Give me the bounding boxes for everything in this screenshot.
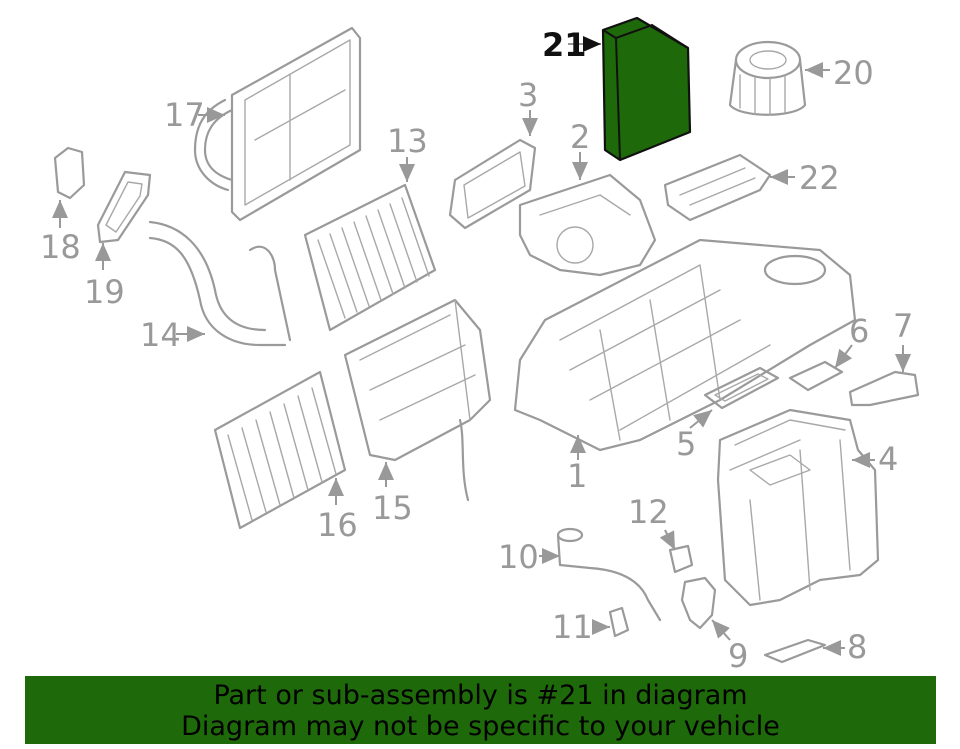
part-12-grommet [668,544,694,574]
part-15-door-frame [343,298,492,502]
part-20-blower-motor [728,40,807,116]
callout-13: 13 [387,122,428,160]
callout-6: 6 [849,312,869,350]
part-2-blower-housing [518,173,657,277]
part-22-duct [663,153,772,222]
part-16-radiator [213,370,347,530]
part-5-gasket [703,366,780,410]
part-9-sensor [680,576,717,630]
part-21-cabin-filter [601,16,692,162]
callout-17: 17 [164,96,205,134]
part-8-seal [763,638,827,664]
callout-12: 12 [628,493,669,531]
banner-line-2: Diagram may not be specific to your vehi… [181,711,780,742]
callout-9: 9 [728,637,748,675]
part-13-heater-core [303,183,437,332]
callout-18: 18 [40,228,81,266]
callout-22: 22 [799,159,840,197]
part-14-pipes [148,220,292,347]
part-4-lower-housing [716,408,880,607]
callout-10: 10 [498,538,539,576]
callout-8: 8 [847,628,867,666]
callout-5: 5 [676,425,696,463]
notice-banner: Part or sub-assembly is #21 in diagram D… [25,676,936,744]
part-19-gasket [96,170,152,244]
part-10-drain-tube [556,527,662,622]
part-6-clip [788,360,844,392]
callout-1: 1 [567,457,587,495]
part-18-sensor [53,146,86,200]
part-17-evaporator [193,26,362,222]
part-3-seal [448,138,537,230]
callout-2: 2 [570,118,590,156]
callout-leaders [52,36,911,656]
callout-3: 3 [518,76,538,114]
callout-4: 4 [878,440,898,478]
callout-19: 19 [84,273,125,311]
part-7-actuator [848,370,920,407]
callout-20: 20 [833,54,874,92]
callout-14: 14 [140,316,181,354]
part-11-plug [608,606,630,638]
callout-21: 21 [542,26,587,64]
part-1-hvac-case [513,238,857,452]
callout-7: 7 [893,307,913,345]
banner-line-1: Part or sub-assembly is #21 in diagram [213,680,748,711]
callout-11: 11 [552,608,593,646]
callout-15: 15 [372,489,413,527]
callout-16: 16 [317,506,358,544]
